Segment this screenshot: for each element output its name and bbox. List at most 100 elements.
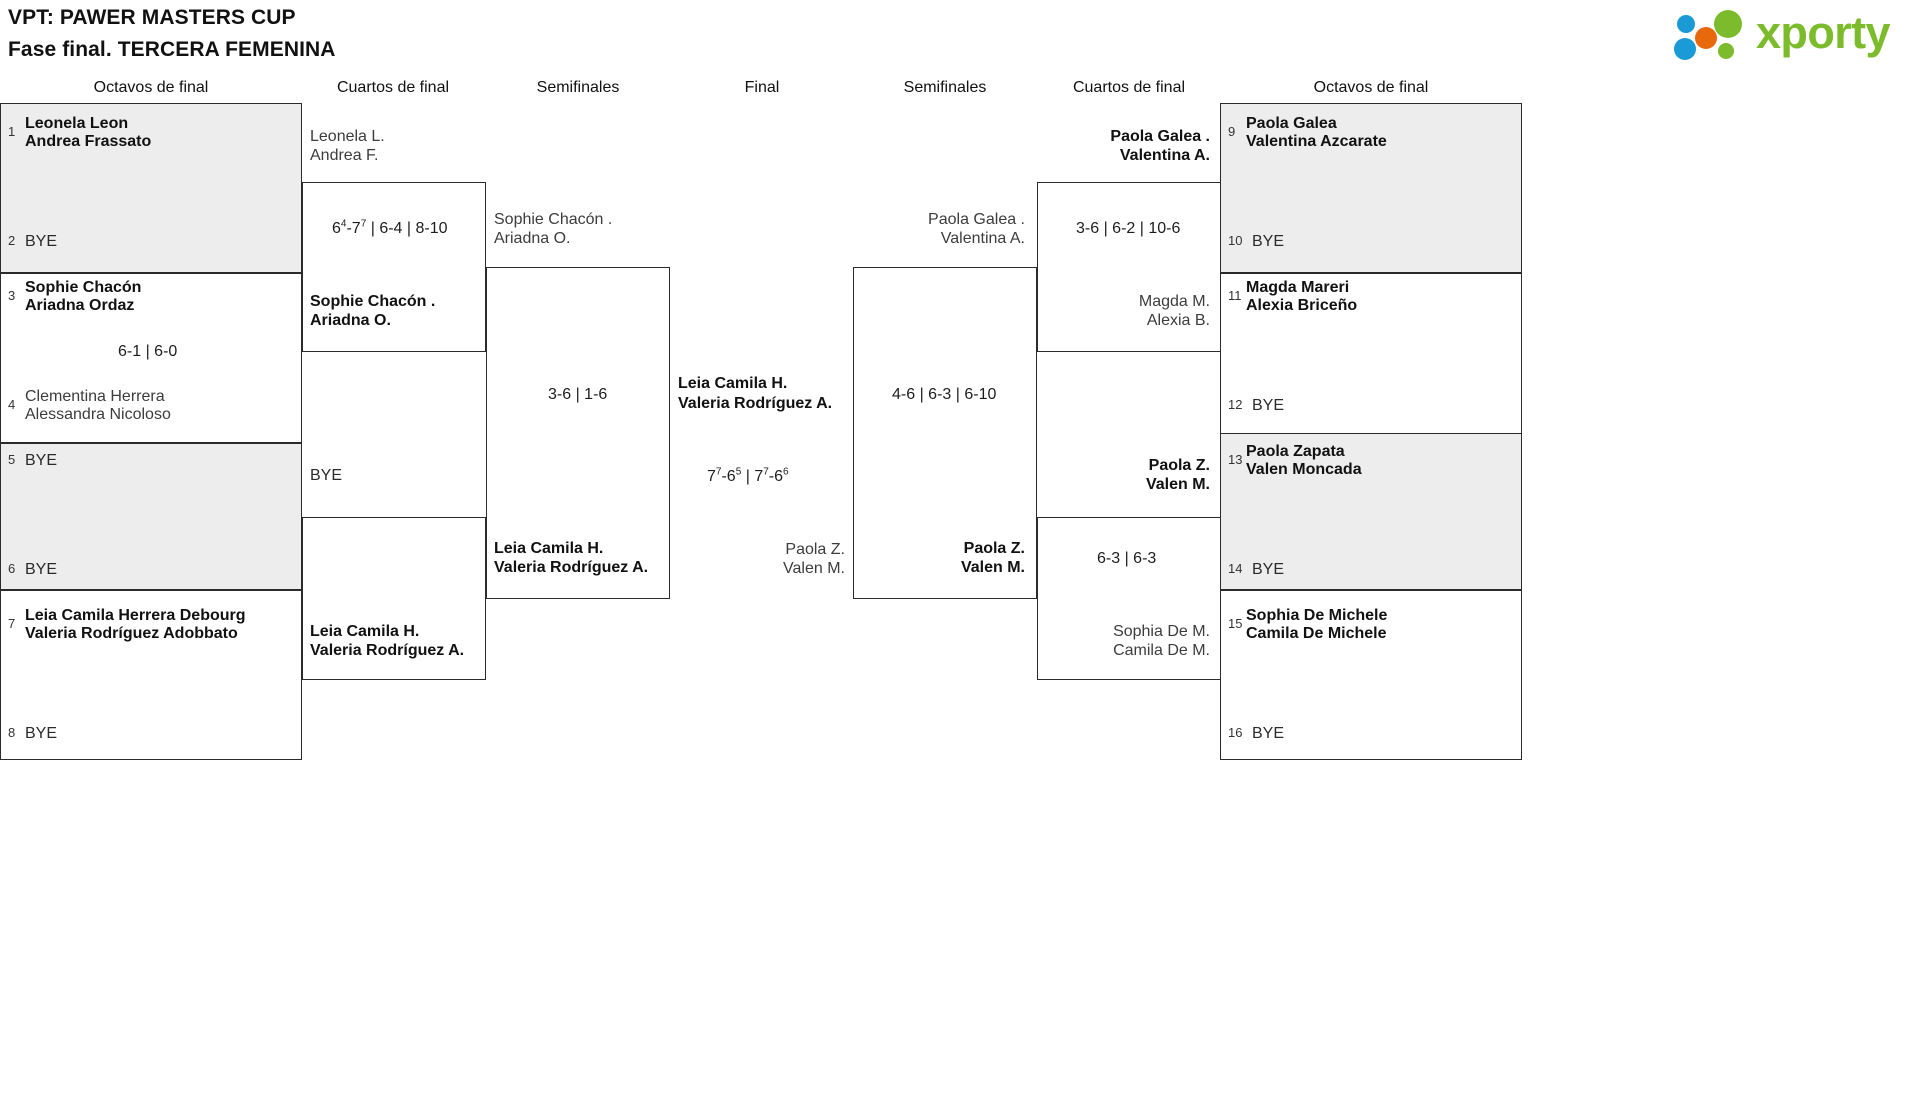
player-right-11-line2: Alexia Briceño: [1246, 297, 1358, 314]
seed-16: 16: [1228, 725, 1243, 740]
score-final-d-sup: 6: [783, 466, 789, 478]
qf-left-1-line1: Leonela L.: [310, 128, 385, 145]
match-box-right-3[interactable]: [1220, 433, 1522, 590]
tournament-title: VPT: PAWER MASTERS CUP: [8, 6, 296, 29]
player-left-3-line1: Sophie Chacón: [25, 279, 142, 296]
connector-left-qf-bottom[interactable]: [302, 517, 486, 680]
score-final-a-sup: 7: [715, 466, 722, 478]
score-final-c-sup: 7: [763, 466, 769, 478]
score-left-qf-top-b-sup: 7: [360, 218, 367, 230]
match-box-right-1[interactable]: [1220, 103, 1522, 273]
score-final-b-sup: 5: [735, 466, 742, 478]
match-box-left-3[interactable]: [0, 443, 302, 590]
score-right-qf-bottom: 6-3 | 6-3: [1097, 550, 1157, 567]
seed-15: 15: [1228, 616, 1243, 631]
score-final-a: 7: [707, 468, 716, 485]
player-right-9-line1: Paola Galea: [1246, 115, 1337, 132]
qf-left-3-bye: BYE: [310, 467, 343, 484]
match-box-right-2[interactable]: [1220, 273, 1522, 443]
tournament-subtitle: Fase final. TERCERA FEMENINA: [8, 38, 336, 61]
player-right-11-line1: Magda Mareri: [1246, 279, 1350, 296]
final-winner-line2: Valeria Rodríguez A.: [678, 395, 833, 412]
qf-right-4-line1: Sophia De M.: [1113, 623, 1210, 640]
player-left-8-bye: BYE: [25, 725, 58, 742]
score-left-qf-top-a: 6: [332, 220, 341, 237]
seed-4: 4: [8, 397, 16, 412]
round-label-left-qf: Cuartos de final: [336, 79, 450, 96]
xporty-logo[interactable]: xporty: [1670, 4, 1912, 62]
connector-right-sf[interactable]: [853, 267, 1037, 599]
player-left-3-line2: Ariadna Ordaz: [25, 297, 135, 314]
score-final: 77-65 | 77-66: [707, 466, 789, 485]
player-right-15-line1: Sophia De Michele: [1246, 607, 1388, 624]
score-right-sf: 4-6 | 6-3 | 6-10: [892, 386, 997, 403]
seed-7: 7: [8, 616, 16, 631]
qf-right-1-line2: Valentina A.: [1119, 147, 1210, 164]
qf-right-3-line2: Valen M.: [1145, 476, 1210, 493]
player-left-4-line2: Alessandra Nicoloso: [25, 406, 171, 423]
player-right-13-line1: Paola Zapata: [1246, 443, 1345, 460]
round-label-left-sf: Semifinales: [536, 79, 620, 96]
score-left-qf-top-b: 7: [351, 220, 361, 237]
qf-right-1-line1: Paola Galea .: [1110, 128, 1210, 145]
player-right-13-line2: Valen Moncada: [1246, 461, 1362, 478]
qf-right-4-line2: Camila De M.: [1113, 642, 1210, 659]
match-box-left-4[interactable]: [0, 590, 302, 760]
final-runnerup-line1: Paola Z.: [785, 541, 845, 558]
round-label-right-qf: Cuartos de final: [1072, 79, 1186, 96]
qf-left-2-line1: Sophie Chacón .: [310, 293, 436, 310]
sf-left-1-line1: Sophie Chacón .: [494, 211, 613, 228]
player-right-10-bye: BYE: [1252, 233, 1285, 250]
score-left-sf: 3-6 | 1-6: [548, 386, 608, 403]
seed-10: 10: [1228, 233, 1243, 248]
logo-wordmark: xporty: [1756, 7, 1891, 58]
final-winner-line1: Leia Camila H.: [678, 375, 788, 392]
player-left-7-line1: Leia Camila Herrera Debourg: [25, 607, 246, 624]
score-left-qf-top: 64-77 | 6-4 | 8-10: [332, 218, 448, 237]
seed-8: 8: [8, 725, 16, 740]
seed-12: 12: [1228, 397, 1243, 412]
page-title: VPT: PAWER MASTERS CUP Fase final. TERCE…: [8, 2, 336, 66]
player-right-14-bye: BYE: [1252, 561, 1285, 578]
seed-11: 11: [1228, 288, 1242, 303]
score-final-c: 7: [754, 468, 764, 485]
score-final-d: 6: [774, 468, 784, 485]
match-box-right-4[interactable]: [1220, 590, 1522, 760]
match-box-left-1[interactable]: [0, 103, 302, 273]
seed-13: 13: [1228, 452, 1243, 467]
seed-2: 2: [8, 233, 16, 248]
qf-left-4-line1: Leia Camila H.: [310, 623, 420, 640]
player-left-4-line1: Clementina Herrera: [25, 388, 165, 405]
round-label-left-r16: Octavos de final: [93, 79, 209, 96]
player-left-1-line1: Leonela Leon: [25, 115, 129, 132]
round-label-final: Final: [744, 79, 780, 96]
score-left-r16-match2: 6-1 | 6-0: [118, 343, 178, 360]
final-runnerup-line2: Valen M.: [783, 560, 845, 577]
sf-left-2-line2: Valeria Rodríguez A.: [494, 559, 649, 576]
player-left-5-bye: BYE: [25, 452, 58, 469]
sf-left-2-line1: Leia Camila H.: [494, 540, 604, 557]
connector-left-sf[interactable]: [486, 267, 670, 599]
round-label-right-r16: Octavos de final: [1313, 79, 1429, 96]
seed-3: 3: [8, 288, 16, 303]
player-left-2-bye: BYE: [25, 233, 58, 250]
qf-right-3-line1: Paola Z.: [1148, 457, 1210, 474]
connector-left-qf-top[interactable]: [302, 182, 486, 352]
score-final-sep: |: [741, 468, 755, 485]
seed-5: 5: [8, 452, 16, 467]
score-left-qf-top-a-sup: 4: [340, 218, 347, 230]
qf-left-1-line2: Andrea F.: [310, 147, 379, 164]
match-box-left-2[interactable]: [0, 273, 302, 443]
sf-right-2-line2: Valen M.: [960, 559, 1025, 576]
player-left-1-line2: Andrea Frassato: [25, 133, 152, 150]
player-left-7-line2: Valeria Rodríguez Adobbato: [25, 625, 238, 642]
sf-left-1-line2: Ariadna O.: [494, 230, 571, 247]
score-right-qf-top: 3-6 | 6-2 | 10-6: [1076, 220, 1181, 237]
seed-6: 6: [8, 561, 16, 576]
player-right-15-line2: Camila De Michele: [1246, 625, 1387, 642]
qf-left-4-line2: Valeria Rodríguez A.: [310, 642, 465, 659]
qf-left-2-line2: Ariadna O.: [310, 312, 391, 329]
seed-9: 9: [1228, 124, 1236, 139]
score-final-b: 6: [726, 468, 736, 485]
